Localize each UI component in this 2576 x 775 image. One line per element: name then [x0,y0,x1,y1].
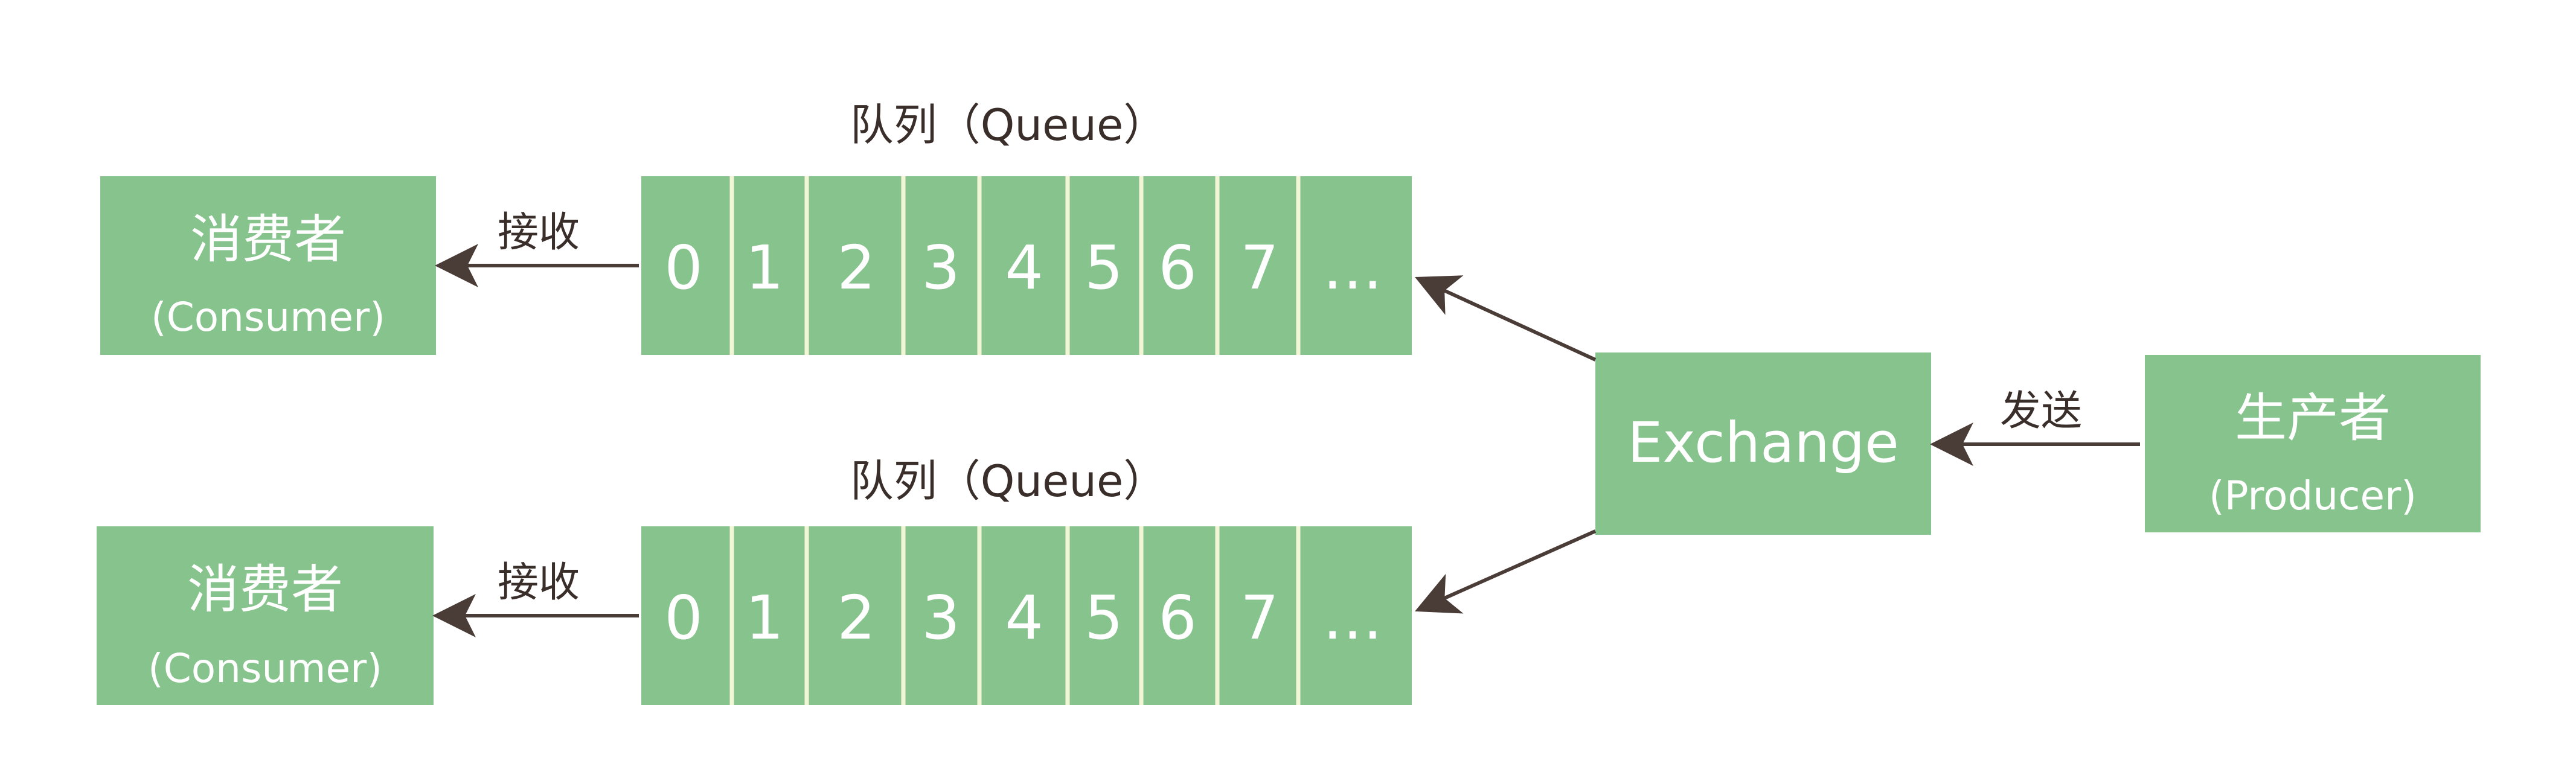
queue-dividers-1 [729,176,1301,355]
queue-2-cell-8: … [1322,582,1383,653]
producer-sub: (Producer) [2209,473,2417,519]
route-arrow-2 [1415,529,1597,614]
consumer-sub-2: (Consumer) [148,645,382,692]
queue-title-1: 队列（Queue） [850,100,1167,150]
queue-1-cell-1: 1 [745,232,784,303]
queue-1-cell-3: 3 [921,232,960,303]
queue-2-cell-6: 6 [1158,582,1197,653]
exchange-box: Exchange [1595,352,1931,535]
queue-2-cell-4: 4 [1005,582,1043,653]
receive-label-1: 接收 [498,209,580,257]
queue-box-2: 0 1 2 3 4 5 6 7 … [641,526,1412,705]
consumer-sub-1: (Consumer) [151,294,385,340]
queue-1-cell-0: 0 [664,232,703,303]
route-arrow-1 [1415,275,1597,362]
queue-2-cell-0: 0 [664,582,703,653]
receive-label-2: 接收 [498,559,580,607]
queue-title-2: 队列（Queue） [850,456,1167,506]
queue-1-cell-2: 2 [837,232,876,303]
queue-1-cell-5: 5 [1085,232,1123,303]
queue-box-1: 0 1 2 3 4 5 6 7 … [641,176,1412,355]
queue-2-cell-1: 1 [745,582,784,653]
queue-1-cell-6: 6 [1158,232,1197,303]
queue-1-cell-8: … [1322,232,1383,303]
exchange-label: Exchange [1627,410,1899,475]
queue-2-cell-5: 5 [1085,582,1123,653]
queue-1-cell-7: 7 [1240,232,1279,303]
queue-1-cell-4: 4 [1005,232,1043,303]
consumer-box-1: 消费者 (Consumer) [100,176,436,355]
queue-dividers-2 [729,526,1301,705]
producer-box: 生产者 (Producer) [2145,355,2481,532]
consumer-box-2: 消费者 (Consumer) [97,526,434,705]
queue-2-cell-7: 7 [1240,582,1279,653]
consumer-name-2: 消费者 [187,560,343,620]
producer-name: 生产者 [2235,388,2391,448]
queue-2-cell-3: 3 [921,582,960,653]
consumer-name-1: 消费者 [190,209,346,270]
queue-2-cell-2: 2 [837,582,876,653]
send-label: 发送 [2000,388,2082,435]
